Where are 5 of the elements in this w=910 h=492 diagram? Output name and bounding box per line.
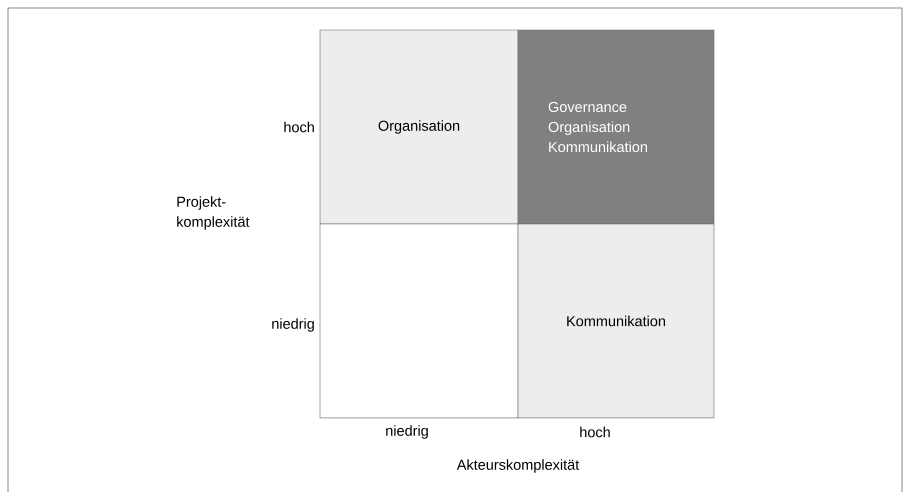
quadrant-cell: Governance Organisation Kommunikation	[518, 30, 714, 224]
axis-label: Akteurskomplexität	[456, 459, 580, 473]
quadrant-cell: Kommunikation	[518, 224, 714, 418]
axis-label: Projekt-komplexität	[177, 196, 250, 230]
quadrant-cell: Organisation	[320, 30, 518, 224]
